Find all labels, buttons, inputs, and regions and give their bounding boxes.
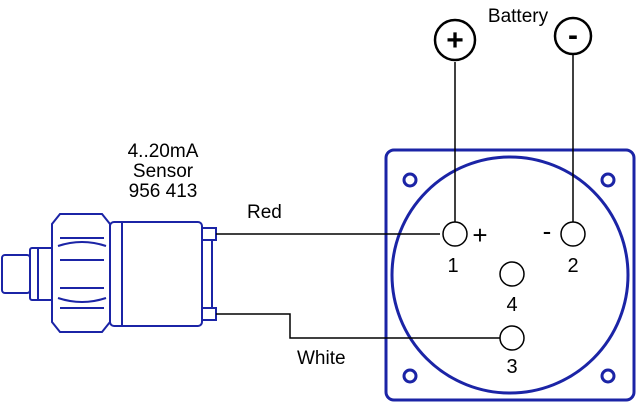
sensor-hex-nut [51, 213, 111, 333]
mount-hole-bottom-right [600, 368, 616, 384]
mount-hole-bottom-left [402, 368, 418, 384]
battery-minus-symbol: - [568, 19, 578, 52]
sensor-terminal-top [201, 227, 217, 241]
terminal-4 [499, 261, 525, 287]
mount-hole-top-right [600, 172, 616, 188]
terminal-1 [442, 221, 468, 247]
battery-minus-icon [553, 16, 593, 56]
terminal-2-polarity: - [543, 216, 552, 246]
battery-minus-terminal: - [553, 16, 593, 56]
gauge-terminals [442, 221, 586, 351]
battery-label: Battery [488, 6, 549, 27]
sensor-model-line1: 4..20mA [128, 141, 199, 162]
red-wire-label: Red [247, 202, 282, 223]
sensor-connector-stub [1, 254, 31, 294]
sensor-cylinder [109, 221, 203, 327]
terminal-1-label: 1 [447, 255, 458, 277]
terminal-3 [499, 325, 525, 351]
terminal-4-label: 4 [506, 294, 517, 316]
terminal-3-label: 3 [506, 356, 517, 378]
white-wire-label: White [297, 348, 346, 369]
sensor-terminal-bottom [201, 307, 217, 321]
mount-hole-top-left [402, 172, 418, 188]
battery-plus-terminal: + [433, 18, 477, 62]
wires [216, 54, 574, 339]
sensor-model-line3: 956 413 [129, 181, 198, 202]
terminal-2-label: 2 [567, 255, 578, 277]
battery-plus-icon [433, 18, 477, 62]
white-wire [216, 313, 500, 339]
sensor-terminal-block [201, 239, 213, 309]
terminal-2 [560, 221, 586, 247]
sensor-body [1, 213, 217, 333]
battery-plus-symbol: + [446, 24, 464, 57]
terminal-1-polarity: + [472, 220, 487, 250]
sensor-model-line2: Sensor [133, 161, 194, 182]
